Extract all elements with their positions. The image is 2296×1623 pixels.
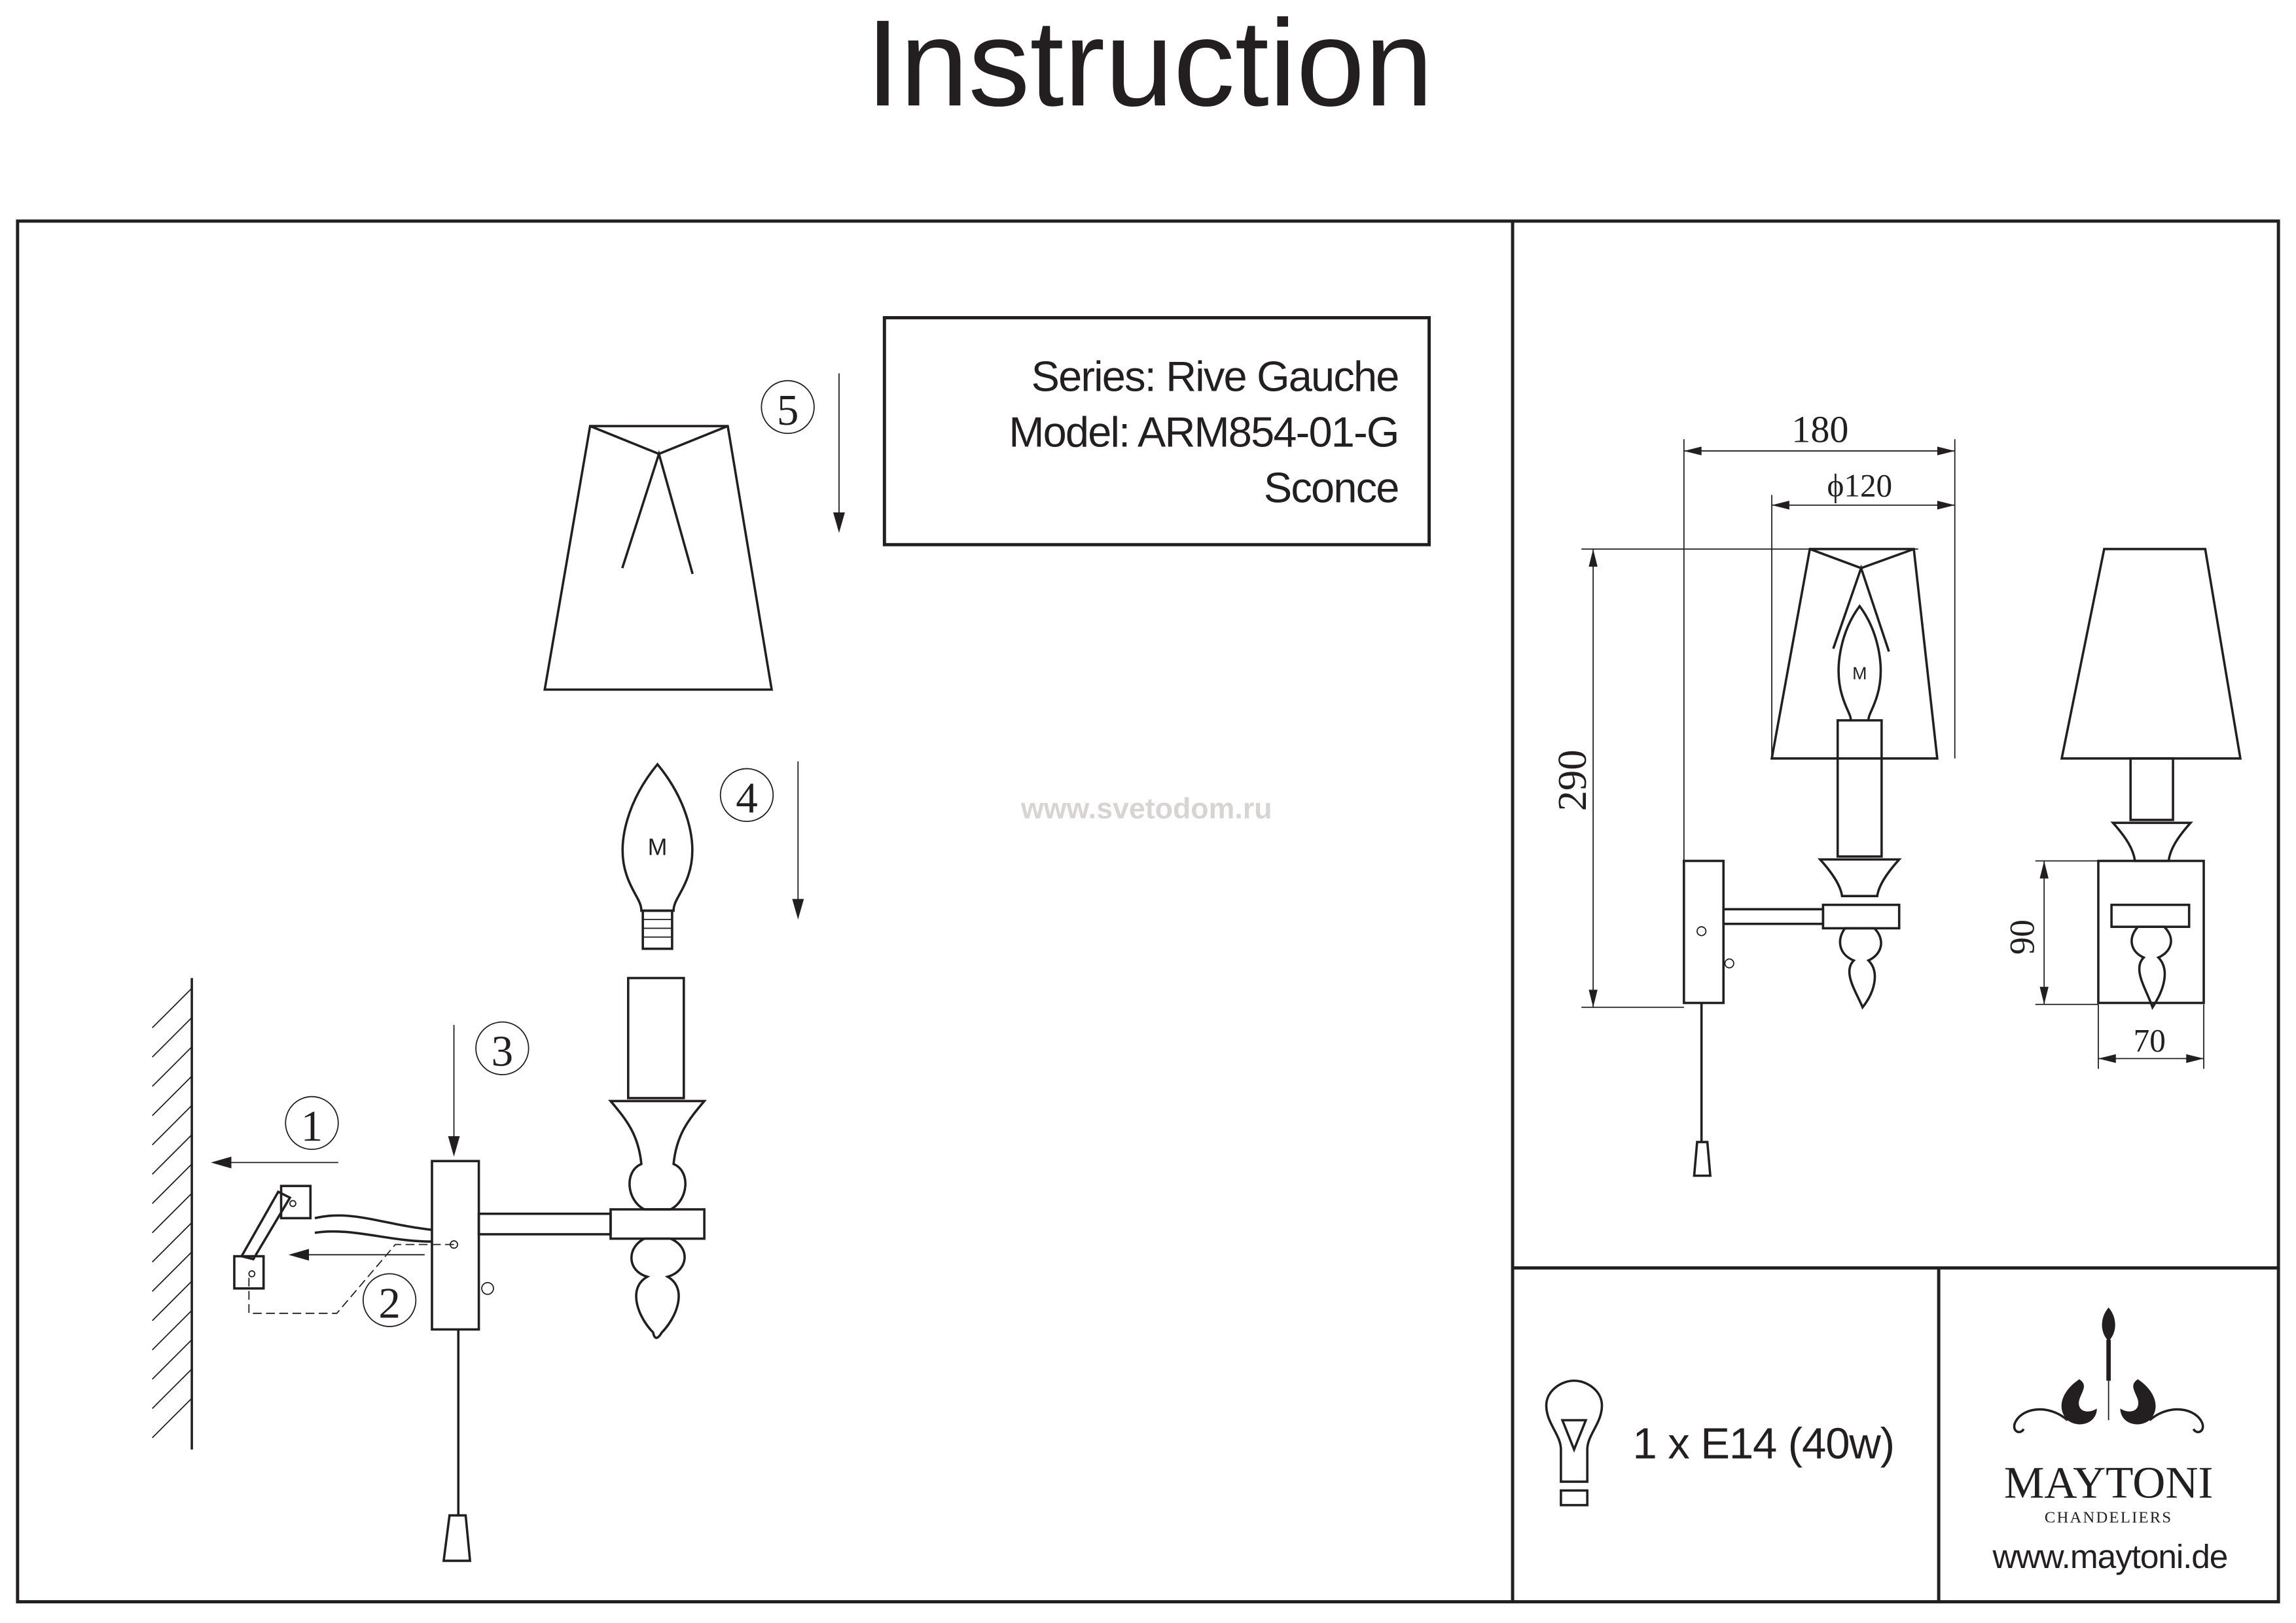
dimension-drawing-side: 90 70 <box>2003 548 2242 1069</box>
brand-subtitle: CHANDELIERS <box>2045 1509 2172 1527</box>
model-label: Model: ARM854-01-G <box>1009 408 1398 455</box>
dim-height: 290 <box>1549 749 1595 811</box>
bulb-spec: 1 x E14 (40w) <box>1545 1379 1895 1507</box>
brand-name: MAYTONI <box>2004 1458 2214 1508</box>
svg-text:M: M <box>1852 664 1867 683</box>
outer-frame <box>16 219 2280 1604</box>
step-number: 3 <box>492 1027 514 1076</box>
step-number: 4 <box>736 774 758 823</box>
step-number: 5 <box>777 385 799 435</box>
bulb-icon <box>1545 1379 1604 1483</box>
website-link[interactable]: www.maytoni.de <box>1992 1537 2228 1575</box>
dimension-drawing-front: 180 ϕ120 290 M <box>1549 408 1956 1177</box>
dim-width: 180 <box>1791 408 1848 451</box>
type-label: Sconce <box>1264 463 1399 511</box>
step-1-wall-bracket: 1 2 <box>152 978 425 1450</box>
dim-plate-height: 90 <box>2003 919 2042 955</box>
chandelier-ornament-icon <box>2013 1307 2204 1433</box>
bulb-spec-text: 1 x E14 (40w) <box>1633 1419 1895 1468</box>
page-title: Instruction <box>866 0 1433 132</box>
step-5-shade: 5 <box>543 373 845 691</box>
step-number: 1 <box>301 1101 323 1150</box>
dim-plate-width: 70 <box>2134 1022 2166 1058</box>
info-box: Series: Rive Gauche Model: ARM854-01-G S… <box>882 316 1431 546</box>
svg-text:M: M <box>648 834 668 861</box>
watermark: www.svetodom.ru <box>1020 793 1272 825</box>
step-3-sconce-body: 3 <box>248 976 707 1562</box>
maytoni-logo: MAYTONI CHANDELIERS www.maytoni.de <box>1992 1307 2228 1575</box>
dim-shade-diameter: ϕ120 <box>1827 467 1892 503</box>
series-label: Series: Rive Gauche <box>1031 352 1399 400</box>
step-number: 2 <box>378 1279 401 1328</box>
step-4-bulb: M 4 <box>621 761 804 950</box>
